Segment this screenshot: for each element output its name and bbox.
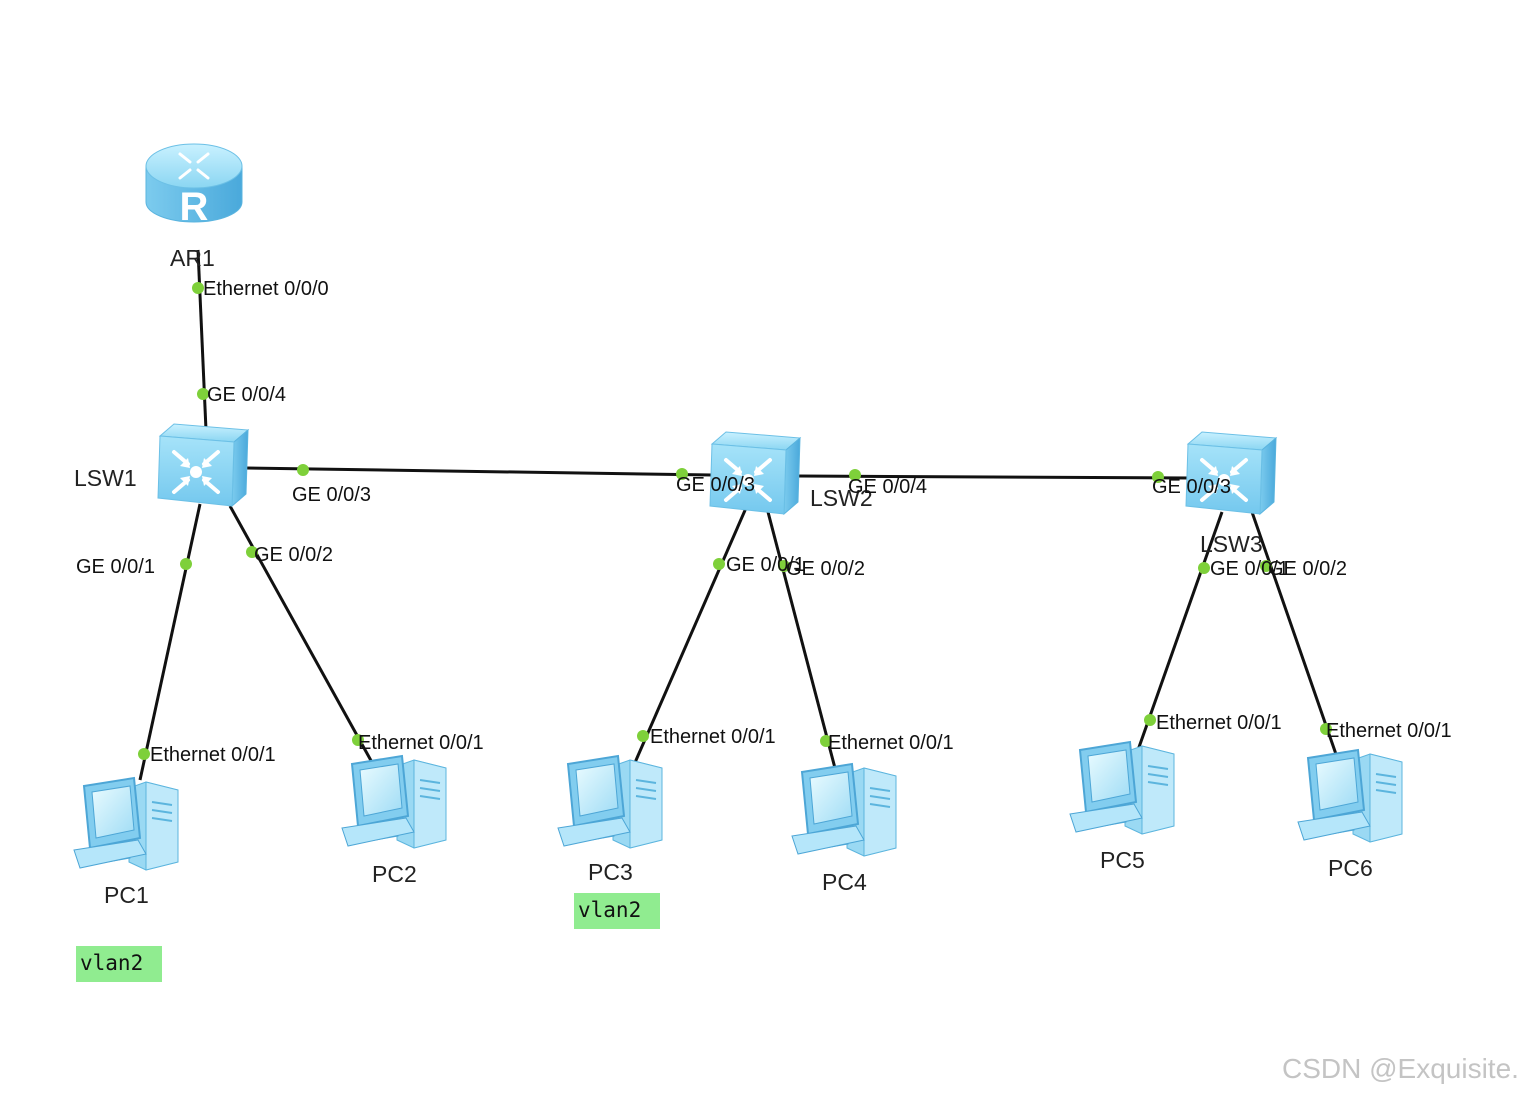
port-label-pc6-eth: Ethernet 0/0/1 bbox=[1326, 720, 1452, 742]
device-label-ar1: AR1 bbox=[170, 245, 215, 271]
pc-pc1[interactable] bbox=[73, 777, 179, 871]
port-dot bbox=[1152, 471, 1164, 483]
port-dot bbox=[192, 282, 204, 294]
router-ar1[interactable] bbox=[144, 142, 244, 231]
port-dot bbox=[1320, 723, 1332, 735]
port-labels: Ethernet 0/0/0 GE 0/0/4 GE 0/0/3 GE 0/0/… bbox=[76, 278, 1452, 766]
port-label-pc2-eth: Ethernet 0/0/1 bbox=[358, 732, 484, 754]
port-dot bbox=[352, 734, 364, 746]
switch-icon bbox=[708, 430, 802, 516]
port-label-ar1-eth000: Ethernet 0/0/0 bbox=[203, 278, 329, 300]
port-dot bbox=[138, 748, 150, 760]
port-dots bbox=[138, 282, 1332, 760]
link-lsw3-pc5 bbox=[1136, 511, 1224, 751]
port-label-lsw2-ge002: GE 0/0/2 bbox=[786, 558, 865, 580]
port-dot bbox=[676, 468, 688, 480]
device-label-pc6: PC6 bbox=[1328, 855, 1373, 881]
port-dot bbox=[246, 546, 258, 558]
port-label-lsw1-ge004: GE 0/0/4 bbox=[207, 384, 286, 406]
device-label-pc5: PC5 bbox=[1100, 847, 1145, 873]
port-label-lsw2-ge003: GE 0/0/3 bbox=[676, 474, 755, 496]
switch-lsw1[interactable] bbox=[156, 422, 250, 508]
switch-icon bbox=[1184, 430, 1278, 516]
port-dot bbox=[1260, 560, 1272, 572]
pc-pc3[interactable] bbox=[557, 755, 663, 849]
port-dot bbox=[713, 558, 725, 570]
port-dot bbox=[778, 560, 790, 572]
pc-pc6[interactable] bbox=[1297, 749, 1403, 843]
port-label-lsw1-ge003: GE 0/0/3 bbox=[292, 484, 371, 506]
vlan-tag-pc1: vlan2 bbox=[76, 946, 162, 982]
vlan-tag-text: vlan2 bbox=[80, 951, 143, 975]
device-label-pc1: PC1 bbox=[104, 882, 149, 908]
port-label-pc5-eth: Ethernet 0/0/1 bbox=[1156, 712, 1282, 734]
port-dot bbox=[297, 464, 309, 476]
port-dot bbox=[180, 558, 192, 570]
pc-icon bbox=[791, 763, 897, 857]
device-label-lsw3: LSW3 bbox=[1200, 531, 1263, 557]
pc-icon bbox=[557, 755, 663, 849]
port-dot bbox=[1198, 562, 1210, 574]
port-label-pc1-eth: Ethernet 0/0/1 bbox=[150, 744, 276, 766]
port-label-lsw3-ge001: GE 0/0/1 bbox=[1210, 558, 1289, 580]
port-dot bbox=[637, 730, 649, 742]
link-ar1-lsw1 bbox=[196, 249, 208, 431]
device-label-lsw1: LSW1 bbox=[74, 465, 137, 491]
port-label-lsw3-ge002: GE 0/0/2 bbox=[1268, 558, 1347, 580]
link-lsw2-pc4 bbox=[766, 511, 838, 773]
device-label-pc2: PC2 bbox=[372, 861, 417, 887]
link-lsw2-pc3 bbox=[628, 507, 748, 775]
device-label-lsw2: LSW2 bbox=[810, 485, 873, 511]
vlan-tag-text: vlan2 bbox=[578, 898, 641, 922]
port-label-pc3-eth: Ethernet 0/0/1 bbox=[650, 726, 776, 748]
pc-pc4[interactable] bbox=[791, 763, 897, 857]
pc-icon bbox=[1069, 741, 1175, 835]
device-label-pc3: PC3 bbox=[588, 859, 633, 885]
pc-icon bbox=[341, 755, 447, 849]
link-lsw3-pc6 bbox=[1250, 511, 1340, 761]
switch-lsw2[interactable] bbox=[708, 430, 802, 516]
link-lsw1-lsw2 bbox=[245, 466, 713, 477]
link-lsw1-pc1 bbox=[138, 503, 202, 781]
pc-pc5[interactable] bbox=[1069, 741, 1175, 835]
port-dot bbox=[197, 388, 209, 400]
pc-pc2[interactable] bbox=[341, 755, 447, 849]
port-label-lsw1-ge001: GE 0/0/1 bbox=[76, 556, 155, 578]
switch-lsw3[interactable] bbox=[1184, 430, 1278, 516]
port-label-lsw3-ge003: GE 0/0/3 bbox=[1152, 476, 1231, 498]
watermark: CSDN @Exquisite. bbox=[1282, 1053, 1519, 1084]
switch-icon bbox=[156, 422, 250, 508]
pc-icon bbox=[73, 777, 179, 871]
device-label-pc4: PC4 bbox=[822, 869, 867, 895]
port-dot bbox=[820, 735, 832, 747]
link-lsw2-lsw3 bbox=[797, 474, 1191, 480]
port-dot bbox=[1144, 714, 1156, 726]
device-labels: AR1 LSW1 LSW2 LSW3 PC1 PC2 PC3 PC4 PC5 P… bbox=[74, 245, 1373, 908]
pc-icon bbox=[1297, 749, 1403, 843]
links bbox=[138, 249, 1340, 781]
port-label-lsw2-ge004: GE 0/0/4 bbox=[848, 476, 927, 498]
router-icon bbox=[144, 142, 244, 231]
port-label-lsw2-ge001: GE 0/0/1 bbox=[726, 554, 805, 576]
vlan-tag-pc3: vlan2 bbox=[574, 893, 660, 929]
port-label-lsw1-ge002: GE 0/0/2 bbox=[254, 544, 333, 566]
port-dot bbox=[849, 469, 861, 481]
port-label-pc4-eth: Ethernet 0/0/1 bbox=[828, 732, 954, 754]
